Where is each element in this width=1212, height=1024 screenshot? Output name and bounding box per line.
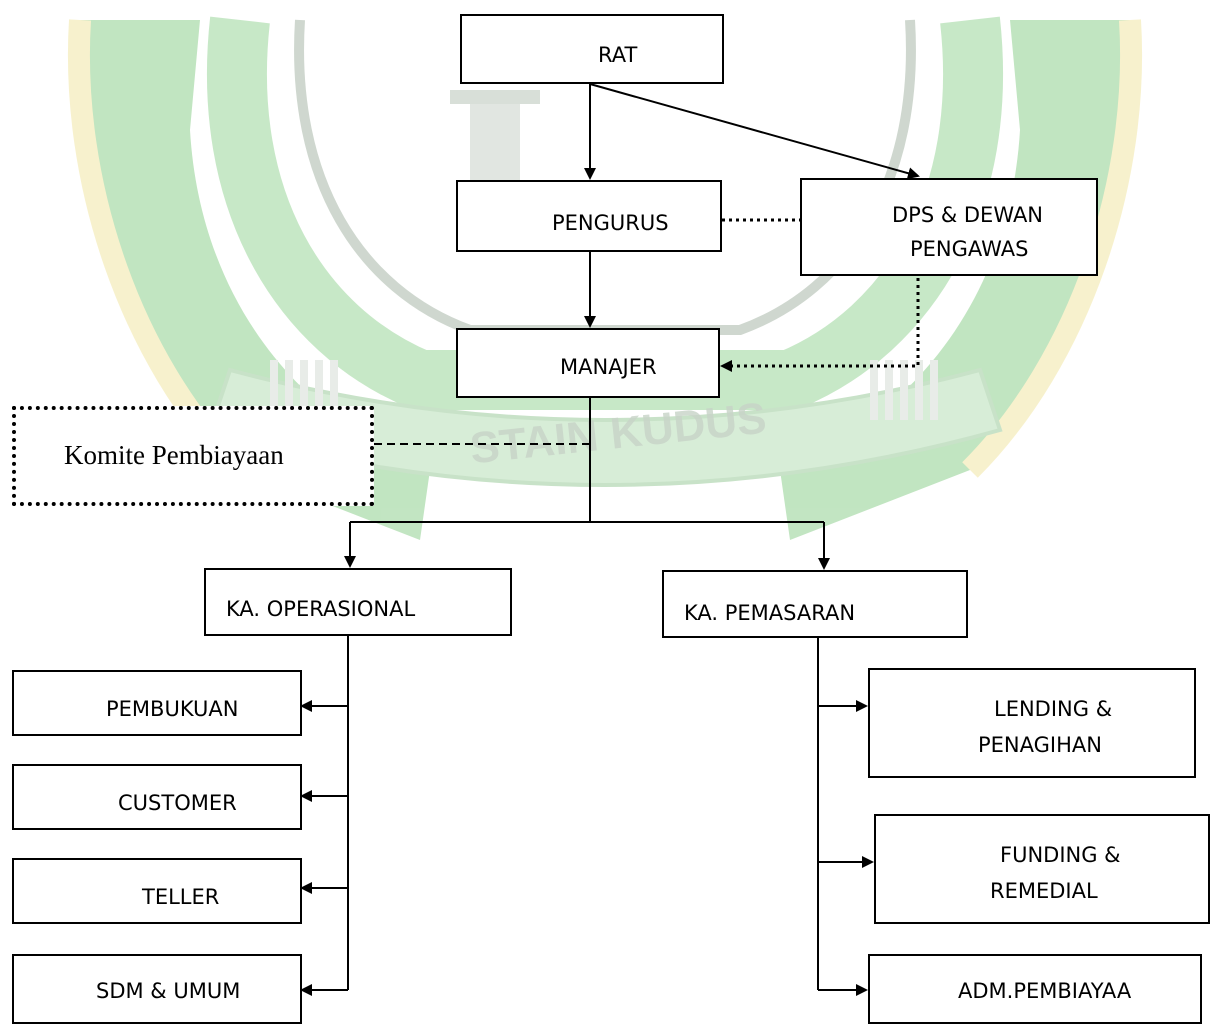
node-manajer: MANAJER bbox=[456, 328, 720, 398]
node-teller-label: TELLER bbox=[142, 885, 220, 909]
node-ka-operasional: KA. OPERASIONAL bbox=[204, 568, 512, 636]
node-funding: FUNDING & REMEDIAL bbox=[874, 814, 1210, 924]
node-adm-pembiayaan-label: ADM.PEMBIAYAA bbox=[958, 979, 1132, 1003]
node-manajer-label: MANAJER bbox=[560, 355, 657, 379]
node-sdm-umum-label: SDM & UMUM bbox=[96, 979, 241, 1003]
node-dps: DPS & DEWAN PENGAWAS bbox=[800, 178, 1098, 276]
node-customer: CUSTOMER bbox=[12, 764, 302, 830]
node-ka-pemasaran: KA. PEMASARAN bbox=[662, 570, 968, 638]
node-ka-pemasaran-label: KA. PEMASARAN bbox=[684, 601, 856, 625]
node-pengurus: PENGURUS bbox=[456, 180, 722, 252]
node-lending-label-1: LENDING & bbox=[994, 697, 1113, 721]
node-dps-label-1: DPS & DEWAN bbox=[892, 203, 1044, 227]
node-rat: RAT bbox=[460, 14, 724, 84]
node-rat-label: RAT bbox=[598, 43, 638, 67]
node-komite-label: Komite Pembiayaan bbox=[64, 440, 284, 470]
node-funding-label-2: REMEDIAL bbox=[990, 879, 1098, 903]
node-lending-label-2: PENAGIHAN bbox=[978, 733, 1102, 757]
node-lending: LENDING & PENAGIHAN bbox=[868, 668, 1196, 778]
node-adm-pembiayaan: ADM.PEMBIAYAA bbox=[868, 954, 1202, 1024]
node-customer-label: CUSTOMER bbox=[118, 791, 237, 815]
node-pembukuan: PEMBUKUAN bbox=[12, 670, 302, 736]
node-dps-label-2: PENGAWAS bbox=[910, 237, 1029, 261]
node-teller: TELLER bbox=[12, 858, 302, 924]
node-komite: Komite Pembiayaan bbox=[12, 406, 374, 506]
node-pembukuan-label: PEMBUKUAN bbox=[106, 697, 239, 721]
node-pengurus-label: PENGURUS bbox=[552, 211, 669, 235]
arrow-rat-dps bbox=[589, 83, 920, 180]
node-ka-operasional-label: KA. OPERASIONAL bbox=[226, 597, 416, 621]
node-funding-label-1: FUNDING & bbox=[1000, 843, 1121, 867]
dotted-dps-manajer bbox=[720, 278, 920, 372]
